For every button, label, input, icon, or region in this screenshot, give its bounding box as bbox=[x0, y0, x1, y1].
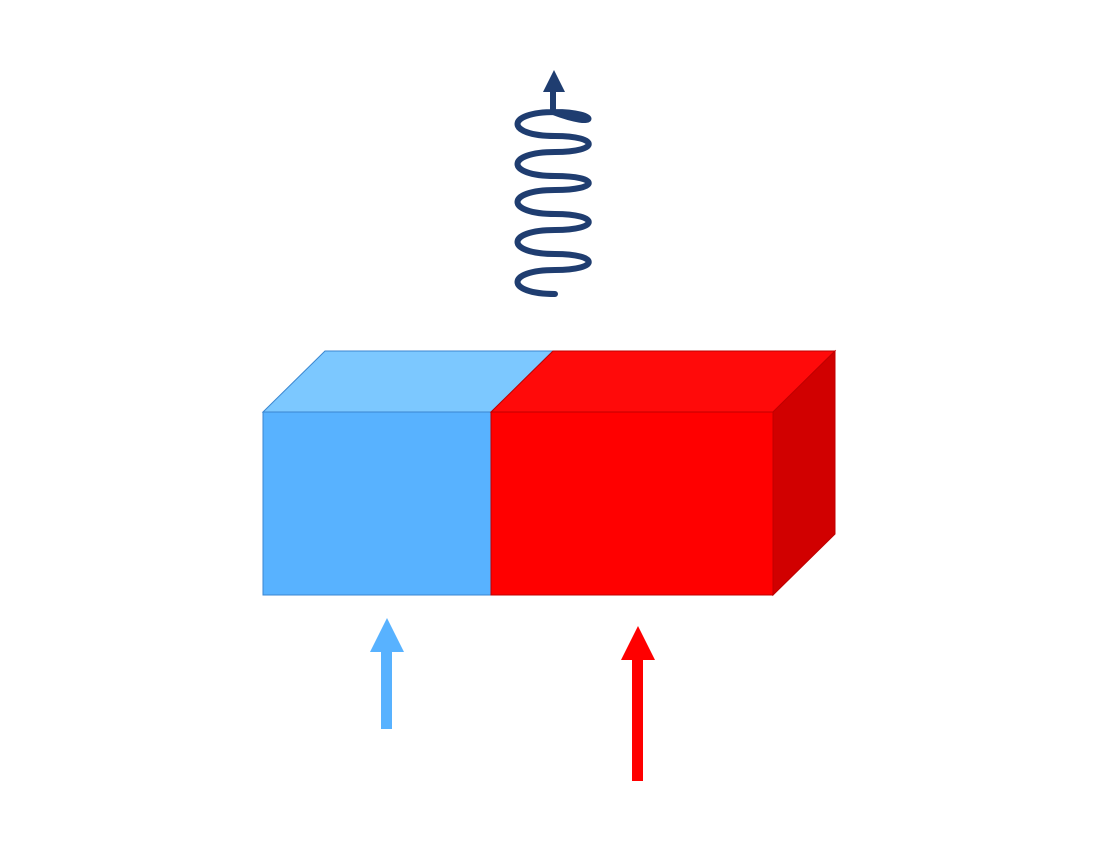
red-front-face bbox=[490, 411, 774, 596]
red-segment bbox=[489, 349, 837, 597]
red-arrow-shaft bbox=[632, 658, 643, 781]
blue-segment bbox=[261, 350, 555, 596]
blue-input-arrow bbox=[370, 618, 404, 729]
blue-arrow-head bbox=[370, 618, 404, 652]
red-input-arrow bbox=[621, 626, 655, 781]
blue-front-face bbox=[262, 411, 492, 596]
blue-arrow-shaft bbox=[381, 650, 392, 729]
red-arrow-head bbox=[621, 626, 655, 660]
wave-arrowhead bbox=[543, 70, 565, 92]
emission-wave bbox=[514, 70, 592, 297]
wave-path bbox=[514, 85, 592, 297]
